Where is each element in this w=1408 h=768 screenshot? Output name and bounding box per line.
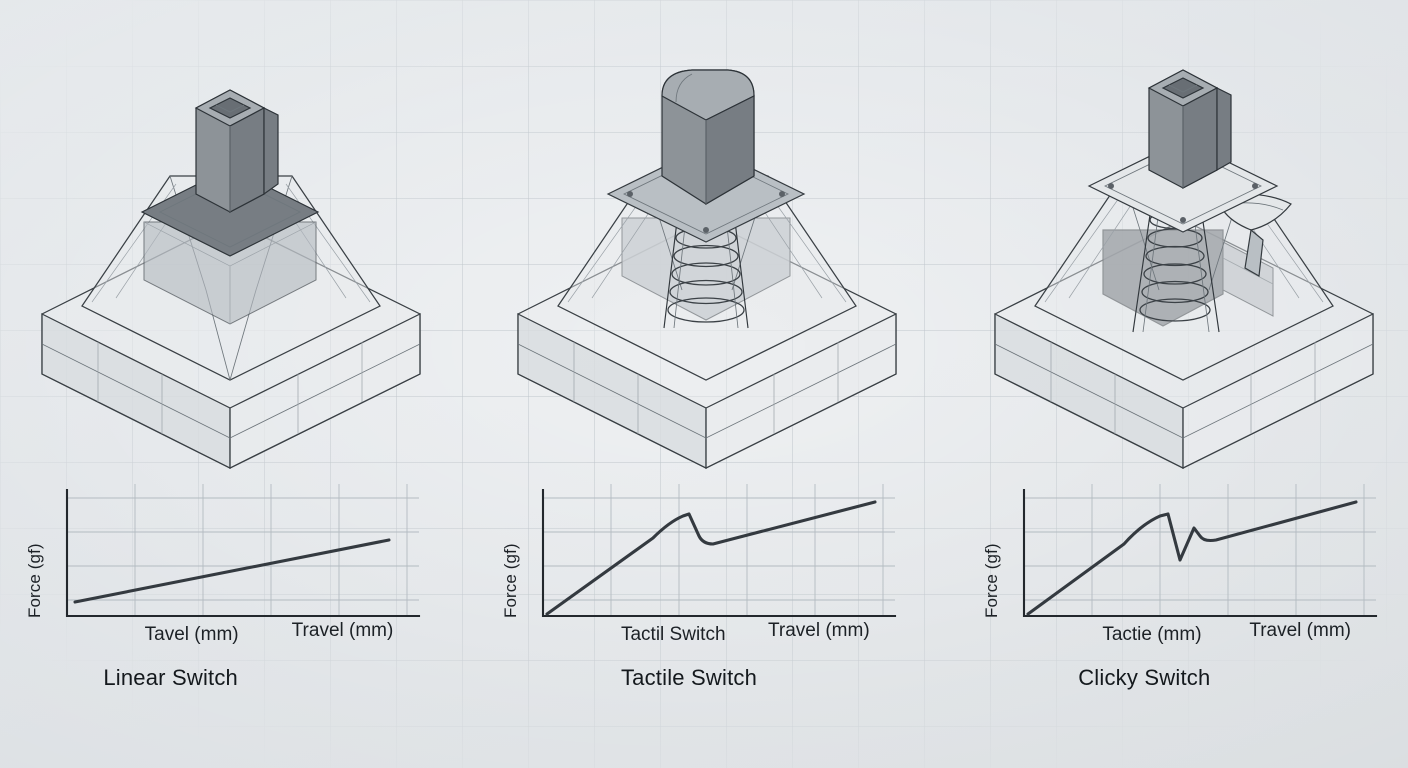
force-curve-linear: Force (gf) Tavel (mm) Travel (mm) [24, 474, 427, 649]
switch-illustration-tactile [496, 44, 916, 474]
switch-illustration-linear [20, 44, 440, 474]
curve-path-clicky [1026, 500, 1358, 616]
curve-path-linear [73, 538, 391, 604]
y-axis-label: Force (gf) [24, 543, 44, 618]
x-axis-label-mid: Tavel (mm) [144, 624, 239, 645]
y-axis-label: Force (gf) [500, 543, 520, 618]
force-curve-clicky: Force (gf) Tactie (mm) Travel (mm) [982, 474, 1384, 649]
x-axis-label-end: Travel (mm) [1249, 620, 1351, 641]
curve-path-tactile [545, 500, 877, 616]
x-axis-label-end: Travel (mm) [291, 620, 394, 641]
x-axis-label-end: Travel (mm) [767, 620, 870, 641]
force-curve-tactile: Force (gf) Tactil Switch Travel (mm) [500, 474, 903, 649]
panel-clicky-switch: Force (gf) Tactie (mm) Travel (mm) Click… [939, 0, 1408, 768]
panel-linear-switch: Force (gf) Tavel (mm) Travel (mm) Linear… [0, 0, 469, 768]
panel-title-clicky: Clicky Switch [1078, 665, 1211, 690]
panel-tactile-switch: Force (gf) Tactil Switch Travel (mm) Tac… [469, 0, 938, 768]
x-axis-label-mid: Tactie (mm) [1102, 624, 1202, 645]
switch-illustration-clicky [973, 44, 1393, 474]
y-axis-label: Force (gf) [982, 543, 1002, 618]
panel-title-linear: Linear Switch [103, 665, 238, 690]
panel-title-tactile: Tactile Switch [620, 665, 758, 690]
coil-spring [667, 192, 745, 323]
x-axis-label-mid: Tactil Switch [620, 624, 726, 645]
